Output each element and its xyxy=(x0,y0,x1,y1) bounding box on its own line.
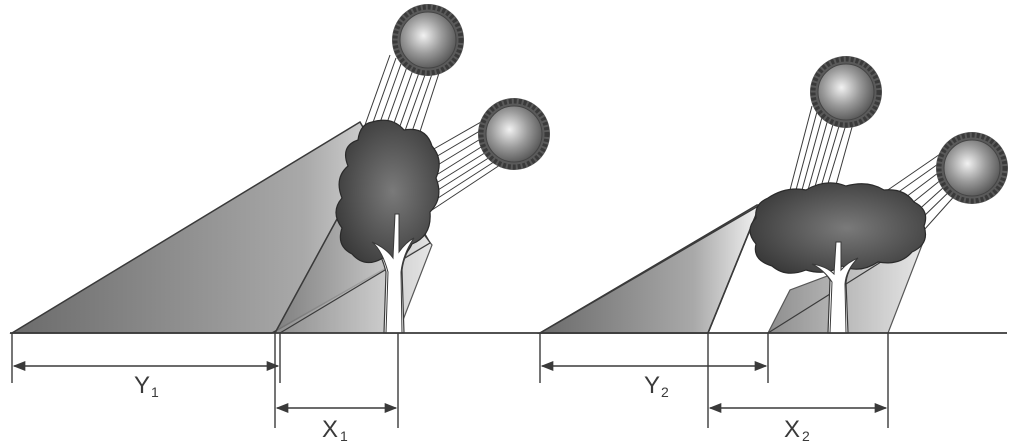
long-shadow-2b xyxy=(537,203,762,334)
tree-1 xyxy=(335,119,440,334)
sun-low-1 xyxy=(478,98,550,170)
scene-2 xyxy=(537,56,1008,334)
sun-rays-high-2 xyxy=(789,105,855,193)
label-x2: X 2 xyxy=(784,416,810,443)
dimension-lines xyxy=(11,333,889,428)
label-y2: Y 2 xyxy=(644,372,669,400)
sun-rays-low-1 xyxy=(431,117,504,211)
label-x1-sub: 1 xyxy=(340,428,348,443)
sun-high-1 xyxy=(392,4,464,76)
tree-2 xyxy=(749,182,927,334)
label-x2-sub: 2 xyxy=(802,428,810,443)
label-x2-main: X xyxy=(784,416,800,443)
tree-canopy-2 xyxy=(749,182,927,274)
scene-1 xyxy=(9,4,550,334)
label-y2-main: Y xyxy=(644,372,660,399)
sun-high-2 xyxy=(810,56,882,128)
label-x1: X 1 xyxy=(322,416,348,443)
label-y1: Y 1 xyxy=(134,372,159,400)
label-x1-main: X xyxy=(322,416,338,443)
sun-low-2 xyxy=(936,132,1008,204)
label-y1-main: Y xyxy=(134,372,150,399)
label-y2-sub: 2 xyxy=(661,384,669,400)
label-y1-sub: 1 xyxy=(151,384,159,400)
